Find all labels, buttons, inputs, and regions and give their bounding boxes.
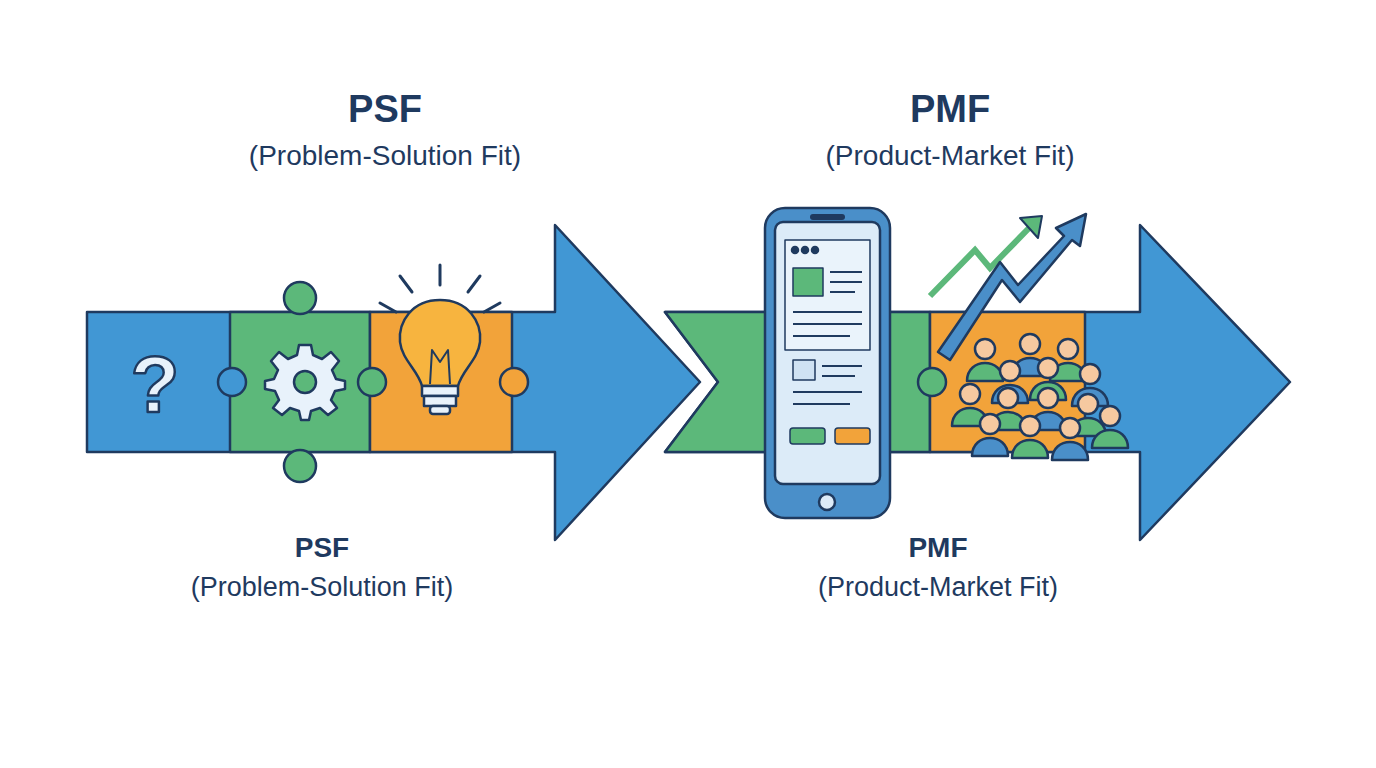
person-head [960,384,980,404]
caption-abbr: PMF [908,532,967,564]
caption-subtitle: (Product-Market Fit) [818,572,1058,603]
person-head [1060,418,1080,438]
person-body [1012,440,1048,458]
person-head [1038,388,1058,408]
person-head [998,388,1018,408]
person-head [1100,406,1120,426]
heading-subtitle: (Product-Market Fit) [826,140,1075,172]
caption-subtitle: (Problem-Solution Fit) [191,572,454,603]
heading-abbr: PSF [348,88,422,132]
person-head [1038,358,1058,378]
person-head [1020,416,1040,436]
person-body [967,363,1003,381]
person-head [975,339,995,359]
person-head [1058,339,1078,359]
caption-abbr: PSF [295,532,349,564]
person-body [1052,442,1088,460]
person-head [1000,361,1020,381]
heading-subtitle: (Problem-Solution Fit) [249,140,521,172]
person-head [1078,394,1098,414]
person-body [972,438,1008,456]
person-head [1020,334,1040,354]
person-head [1080,364,1100,384]
heading-abbr: PMF [910,88,990,132]
person-head [980,414,1000,434]
svg-text:?: ? [131,340,180,429]
person-body [1092,430,1128,448]
